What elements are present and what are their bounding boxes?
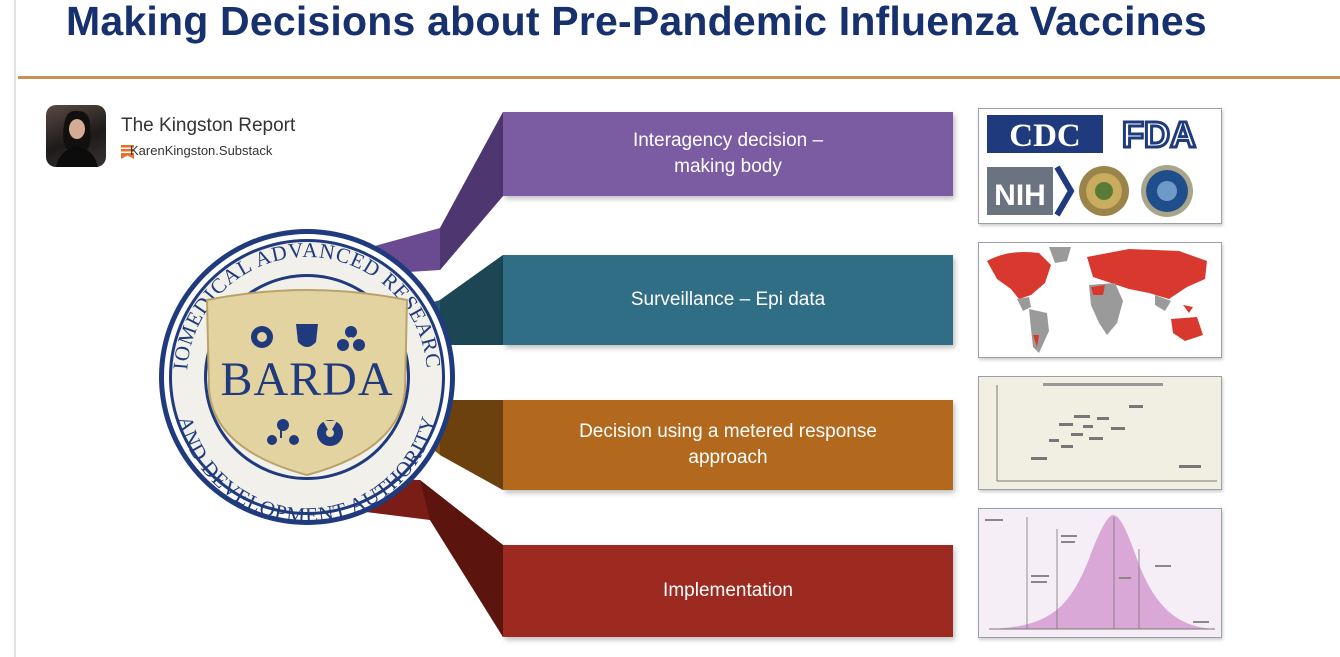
barda-seal: BIOMEDICAL ADVANCED RESEARCH AND DEVELOP…	[0, 0, 455, 527]
scatter-chart-panel	[978, 376, 1222, 490]
map-north-america-icon	[987, 252, 1051, 299]
substack-icon	[121, 145, 134, 159]
badge-title: The Kingston Report	[121, 115, 296, 136]
avatar	[46, 105, 106, 167]
radiation-icon	[317, 420, 343, 446]
svg-text:NIH: NIH	[994, 179, 1046, 212]
title-divider	[18, 76, 1340, 79]
step-implementation: Implementation	[503, 545, 953, 637]
nih-logo	[987, 167, 1053, 215]
world-map-panel	[978, 242, 1222, 358]
bell-curve-icon	[989, 515, 1215, 629]
map-africa-icon	[1089, 283, 1123, 335]
map-south-america-icon	[1029, 309, 1049, 353]
step-interagency-decision: Interagency decision – making body	[503, 112, 953, 196]
biohazard-icon	[337, 326, 365, 351]
map-eurasia-icon	[1087, 249, 1207, 299]
molecule-icon	[267, 419, 299, 445]
step-metered-response: Decision using a metered response approa…	[503, 400, 953, 490]
slide-title: Making Decisions about Pre-Pandemic Infl…	[66, 0, 1207, 44]
scatter-points-icon	[1031, 405, 1201, 468]
shield-emblem-icon	[296, 324, 318, 347]
badge-subtitle: KarenKingston.Substack	[130, 143, 273, 158]
distribution-curve-panel	[978, 508, 1222, 638]
svg-text:CDC: CDC	[1009, 118, 1081, 154]
step-surveillance: Surveillance – Epi data	[503, 255, 953, 345]
map-australia-icon	[1171, 317, 1203, 341]
left-edge-bar	[0, 0, 16, 657]
seal-acronym: BARDA	[220, 353, 394, 406]
attribution-badge[interactable]: The Kingston Report KarenKingston.Substa…	[46, 105, 326, 167]
fda-logo: FDA	[1122, 114, 1196, 155]
agency-logos-panel: CDC FDA NIH	[978, 108, 1222, 224]
cdc-logo	[987, 115, 1103, 153]
